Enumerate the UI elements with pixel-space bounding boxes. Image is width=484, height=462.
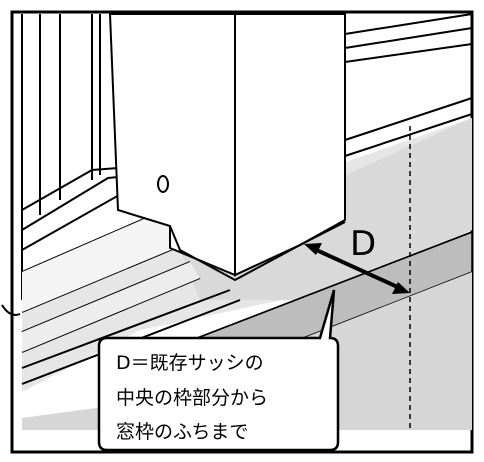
arrowhead-right (392, 282, 410, 294)
window-sill-bottom (22, 272, 472, 430)
leader-line (1, 304, 21, 316)
right-rails (344, 13, 473, 157)
dimension-arrow (304, 243, 410, 294)
callout-box (97, 289, 340, 452)
arrowhead-left (304, 243, 322, 255)
callout-line-3: 窓枠のふちまで (116, 421, 248, 443)
track-rail-2 (22, 262, 200, 352)
dimension-label: D (350, 224, 376, 264)
callout-line-2: 中央の枠部分から (116, 387, 268, 409)
post-base (169, 221, 346, 282)
track-rail-1 (22, 212, 180, 312)
callout-line-1: D＝既存サッシの (116, 352, 264, 374)
post-hole (157, 175, 169, 193)
